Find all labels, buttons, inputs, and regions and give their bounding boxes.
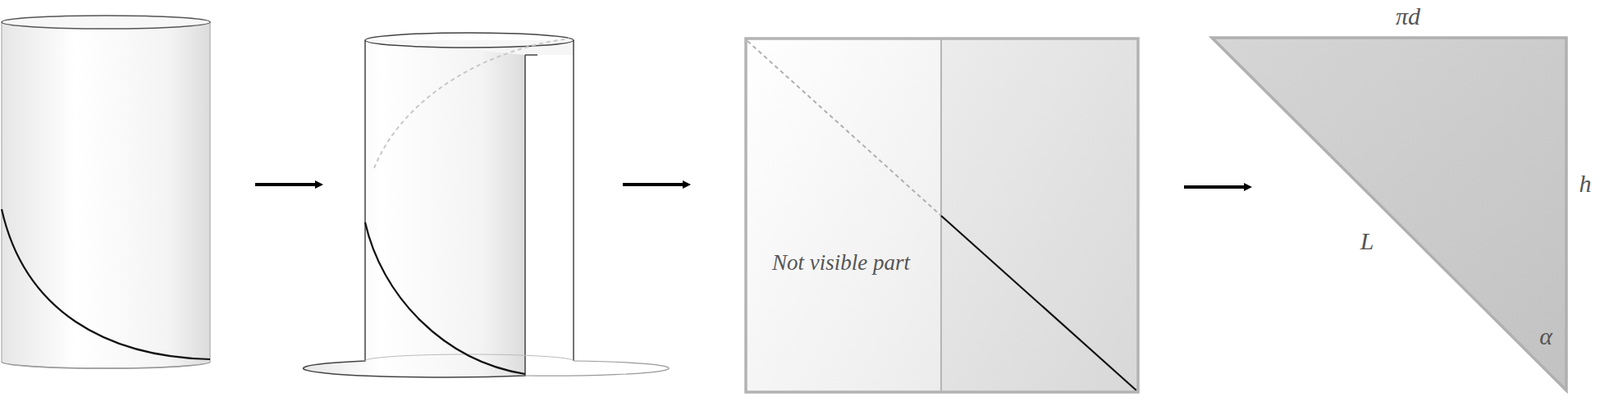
arrow [622, 182, 685, 187]
dimension-label: h [1579, 169, 1592, 198]
unrolled-sheet [745, 38, 1139, 393]
region-label: Not visible part [763, 249, 919, 276]
dimension-label: α [1539, 322, 1553, 351]
text-region: Not visible part [763, 221, 919, 276]
triangle [1211, 37, 1567, 391]
cut-cylinder [303, 32, 670, 378]
dimension-label: L [1360, 227, 1375, 256]
dimension-label: πd [1395, 2, 1421, 31]
cylinder [1, 15, 211, 369]
arrow [1184, 185, 1246, 189]
arrow [255, 182, 317, 187]
